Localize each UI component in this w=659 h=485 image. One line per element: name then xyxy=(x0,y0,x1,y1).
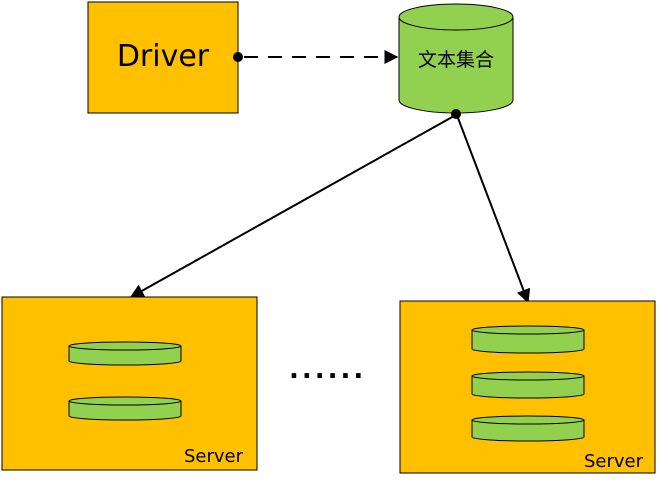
driver-to-collection-arrow xyxy=(233,50,399,64)
text-collection-node: 文本集合 xyxy=(398,3,514,114)
server-left-node: Server xyxy=(1,296,258,471)
server-right-node: Server xyxy=(399,300,656,474)
partition-disk xyxy=(471,325,585,354)
driver-label: Driver xyxy=(117,39,210,74)
partition-disk xyxy=(471,415,585,442)
driver-node: Driver xyxy=(87,1,239,114)
partition-disk xyxy=(68,341,182,366)
server-right-label: Server xyxy=(584,451,644,472)
text-collection-label: 文本集合 xyxy=(418,49,494,71)
arrow-to-right-server xyxy=(457,117,531,304)
arrow-to-left-server xyxy=(129,115,455,298)
more-servers-ellipsis: ...... xyxy=(289,355,366,385)
partition-disk xyxy=(68,396,182,421)
server-left-label: Server xyxy=(184,446,244,467)
collection-to-servers-arrows xyxy=(129,109,531,304)
partition-disk xyxy=(471,371,585,399)
